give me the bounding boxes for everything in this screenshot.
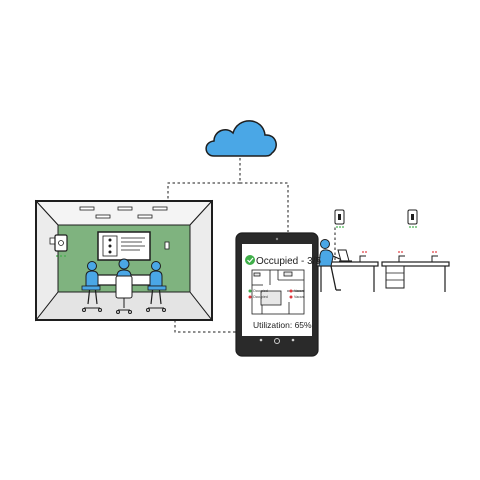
floor-plan bbox=[251, 269, 305, 315]
legend-label: Vacant bbox=[294, 295, 305, 299]
legend-label: Occupied bbox=[253, 289, 268, 293]
room-sensor-icon bbox=[49, 234, 68, 257]
desk-sensor-icon bbox=[334, 209, 345, 228]
person-icon bbox=[318, 239, 343, 291]
person-icon bbox=[115, 258, 133, 311]
person-icon bbox=[81, 261, 101, 305]
meeting-people bbox=[81, 258, 167, 314]
desk-occupied bbox=[316, 239, 379, 292]
desk-sensor-icon bbox=[407, 209, 418, 228]
cloud-icon bbox=[205, 120, 277, 157]
occupancy-status: Occupied - 3/5 bbox=[256, 256, 322, 267]
check-circle-icon bbox=[245, 255, 255, 265]
person-icon bbox=[147, 261, 167, 305]
desk-vacant bbox=[381, 251, 450, 292]
laptop-icon bbox=[337, 249, 352, 262]
legend-label: Vacant bbox=[294, 289, 305, 293]
tablet-legend-dots bbox=[248, 289, 293, 299]
utilization-label: Utilization: 65% bbox=[253, 320, 312, 330]
legend-label: Occupied bbox=[253, 295, 268, 299]
